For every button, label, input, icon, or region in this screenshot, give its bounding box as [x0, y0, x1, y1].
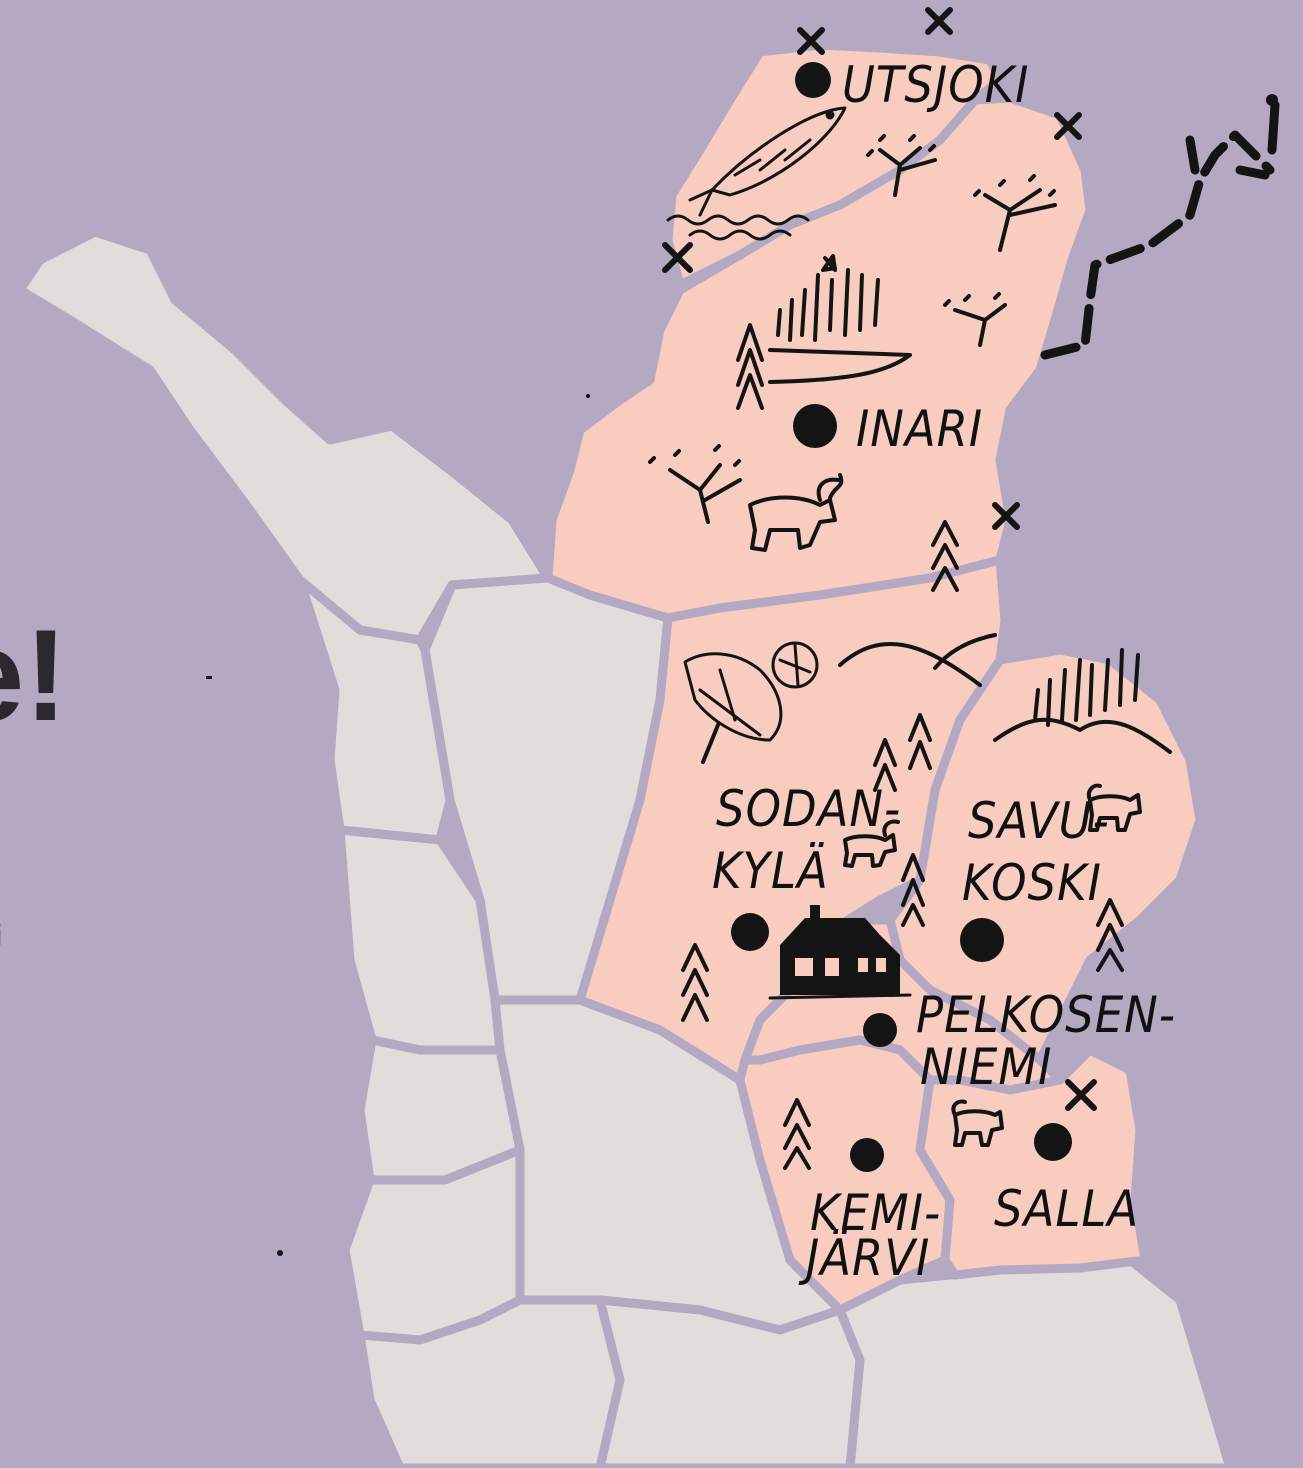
label-kemijarvi-2: JÄRVI: [798, 1229, 930, 1287]
label-sodankyla-2: KYLÄ: [712, 842, 829, 900]
label-inari: INARI: [856, 400, 983, 458]
aurora-icon: [768, 254, 1140, 727]
town-labels: UTSJOKI INARI SODAN- KYLÄ SAVU- KOSKI PE…: [712, 56, 1176, 1287]
border-dash-mark: [1185, 135, 1200, 175]
cabin-icon: [768, 905, 912, 1000]
border-dashed-line: [1040, 130, 1275, 360]
label-pelkosenniemi-2: NIEMI: [920, 1038, 1052, 1096]
label-utsjoki: UTSJOKI: [842, 56, 1029, 114]
cloudberry-icon: [683, 641, 819, 742]
town-dot-utsjoki: [795, 62, 831, 98]
town-dot-salla: [1034, 1123, 1072, 1161]
reindeer-icon: [748, 473, 1142, 1147]
cut-off-text: i: [0, 919, 2, 952]
town-dot-savukoski: [960, 918, 1004, 962]
border-dash-mark: [1235, 100, 1280, 180]
region-south-mid: [595, 1295, 865, 1468]
label-salla: SALLA: [994, 1180, 1139, 1238]
highlighted-municipalities: [543, 40, 1205, 1315]
label-pelkosenniemi-1: PELKOSEN-: [916, 986, 1176, 1044]
label-savukoski-1: SAVU-: [968, 792, 1110, 850]
salmon-icon: [666, 106, 847, 241]
spruce-icon: [681, 323, 1124, 1170]
region-enontekio: [15, 227, 553, 645]
town-dot-sodankyla: [731, 913, 769, 951]
label-sodankyla-1: SODAN-: [716, 780, 901, 838]
other-municipalities: [15, 227, 1235, 1468]
border-dash-dot: [1266, 94, 1278, 106]
town-dots: [731, 62, 1072, 1172]
label-savukoski-2: KOSKI: [962, 854, 1102, 912]
town-dot-pelkosenniemi: [863, 1013, 897, 1047]
label-kemijarvi-1: KEMI-: [810, 1184, 941, 1242]
border-cross-icon: [662, 7, 1097, 1111]
town-dot-kemijarvi: [850, 1138, 884, 1172]
ink-specks: [206, 394, 590, 1256]
region-savukoski: [885, 645, 1205, 1065]
cut-off-heading: e!: [0, 602, 68, 748]
region-sodankyla: [575, 555, 1010, 1085]
town-dot-inari: [793, 404, 837, 448]
region-posio: [835, 1255, 1235, 1468]
region-kolari: [295, 575, 455, 845]
fell-icon: [838, 633, 1172, 754]
